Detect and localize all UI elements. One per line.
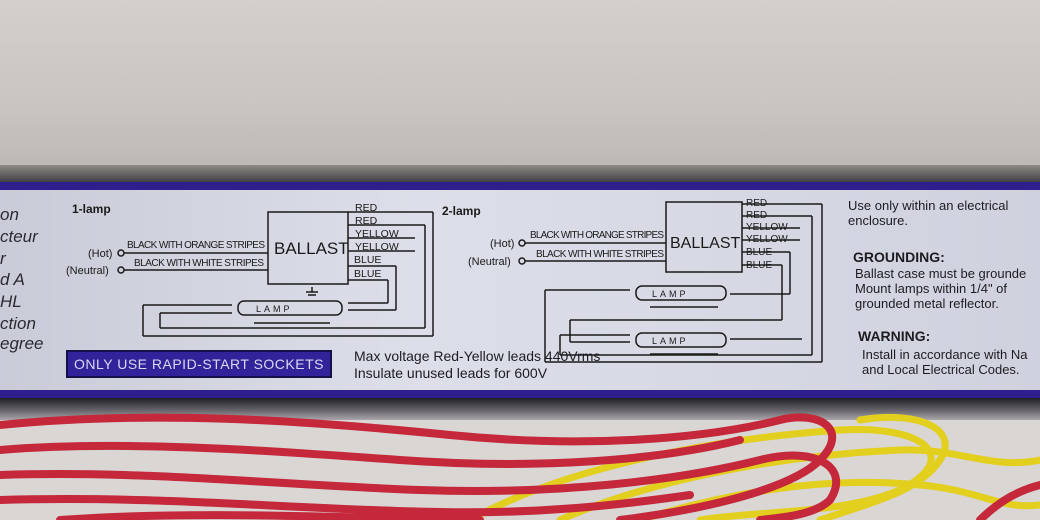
fixture-shadow (0, 165, 1040, 187)
fragment: cteur (0, 227, 38, 246)
lead-label: BLUE (746, 260, 772, 271)
lamp-tube (237, 300, 343, 316)
lead-label: BLUE (354, 254, 381, 266)
text-line: Install in accordance with Na (862, 347, 1028, 362)
neutral-label: (Neutral) (66, 265, 109, 277)
hot-label: (Hot) (490, 238, 514, 250)
lamp-text: LAMP (652, 289, 689, 299)
text-line: Mount lamps within 1/4" of (855, 281, 1008, 296)
yellow-wires (466, 413, 1040, 520)
hot-wire-label: BLACK WITH ORANGE STRIPES (530, 230, 664, 241)
hot-label: (Hot) (88, 248, 112, 260)
neutral-wire-label: BLACK WITH WHITE STRIPES (134, 258, 264, 269)
text-line: grounded metal reflector. (855, 296, 999, 311)
fragment: ction (0, 314, 36, 333)
text-line: enclosure. (848, 213, 908, 228)
lead-label: YELLOW (746, 234, 788, 245)
neutral-wire-label: BLACK WITH WHITE STRIPES (536, 249, 664, 260)
fragment: egree (0, 334, 44, 353)
ballast-text: BALLAST (274, 239, 349, 258)
ballast-box (267, 211, 349, 285)
text-line: Ballast case must be grounde (855, 266, 1027, 281)
hot-terminal (117, 249, 125, 257)
lead-label: YELLOW (355, 228, 399, 240)
neutral-label: (Neutral) (468, 256, 511, 268)
lead-label: BLUE (354, 268, 381, 280)
fragment: r (0, 249, 6, 268)
max-voltage-text: Max voltage Red-Yellow leads 440Vrms (354, 348, 601, 364)
insulate-text: Insulate unused leads for 600V (354, 365, 548, 381)
one-lamp-title: 1-lamp (72, 202, 111, 216)
lead-label: RED (746, 210, 767, 221)
one-lamp-diagram (117, 211, 434, 337)
text-line: and Local Electrical Codes. (862, 362, 1020, 377)
lamp-text: LAMP (652, 336, 689, 346)
grounding-title: GROUNDING: (853, 249, 945, 265)
warning-title: WARNING: (858, 328, 931, 344)
voltage-note: Max voltage Red-Yellow leads 440Vrms Ins… (354, 348, 600, 382)
fragment: on (0, 205, 19, 224)
grounding-text: Ballast case must be grounde Mount lamps… (855, 266, 1026, 311)
lead-label: RED (355, 202, 378, 214)
lamp-text: LAMP (256, 304, 293, 314)
two-lamp-diagram (518, 201, 823, 363)
hot-wire-label: BLACK WITH ORANGE STRIPES (127, 240, 265, 251)
lead-label: YELLOW (355, 241, 399, 253)
two-lamp-title: 2-lamp (442, 204, 481, 218)
background-wall (0, 0, 1040, 172)
fragment: HL (0, 292, 22, 311)
ballast-housing-edge (0, 398, 1040, 420)
red-wires (0, 413, 1040, 520)
enclosure-note: Use only within an electrical enclosure. (848, 198, 1008, 228)
lead-label: RED (746, 198, 767, 209)
fragment: d A (0, 270, 25, 289)
ballast-text: BALLAST (670, 235, 740, 252)
lead-label: BLUE (746, 247, 772, 258)
lead-label: YELLOW (746, 222, 788, 233)
text-line: Use only within an electrical (848, 198, 1009, 213)
lamp-tube (635, 332, 727, 348)
lead-label: RED (355, 215, 378, 227)
warning-text: Install in accordance with Na and Local … (862, 347, 1027, 377)
lamp-tube (635, 285, 727, 301)
neutral-terminal (117, 266, 125, 274)
lead-wires (0, 413, 1040, 520)
rapid-start-badge: ONLY USE RAPID-START SOCKETS (66, 350, 332, 378)
ballast-box (665, 201, 743, 273)
